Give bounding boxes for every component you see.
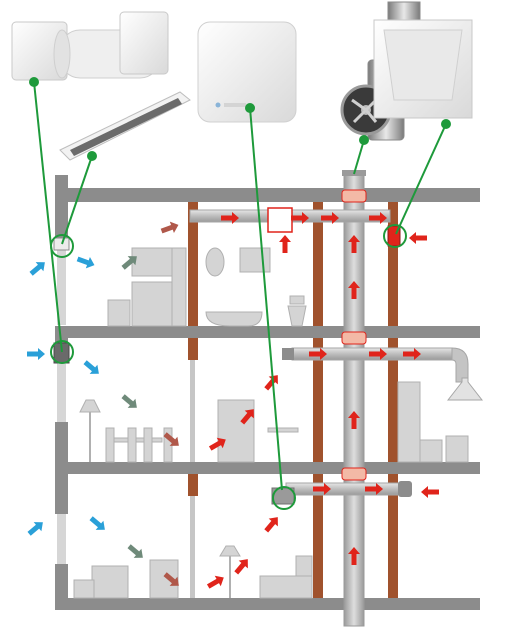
building-structure <box>55 175 480 610</box>
riser-joint <box>341 467 367 481</box>
exhaust-air-arrow <box>240 409 254 425</box>
wall-inlet-valve <box>53 237 70 251</box>
callout-dots <box>29 77 451 161</box>
exhaust-air-arrow <box>206 575 224 589</box>
supply-air-arrow <box>27 348 45 360</box>
cooker-hood <box>446 377 484 401</box>
ductwork <box>53 170 484 627</box>
exhaust-air-arrow <box>403 348 421 360</box>
exhaust-air-arrow <box>348 411 360 429</box>
floor-slab-1 <box>55 598 480 610</box>
exhaust-air-arrow <box>234 559 248 575</box>
wall-inlet-valve-product <box>11 11 169 81</box>
room-exhaust-fan-product <box>197 21 297 123</box>
roof-slab <box>55 188 480 202</box>
exhaust-air-arrow <box>208 437 226 451</box>
callout-line <box>33 81 63 353</box>
exhaust-air-arrow <box>409 232 427 244</box>
supply-air-arrow <box>29 262 45 276</box>
room-air-arrow <box>163 432 179 446</box>
exhaust-air-arrow <box>369 212 387 224</box>
exhaust-air-arrow <box>348 235 360 253</box>
window-segment <box>57 245 66 325</box>
exterior-wall-segment <box>55 175 68 245</box>
brick-column <box>188 202 198 326</box>
supply-air-arrow <box>89 516 105 530</box>
ceiling-fan-product <box>373 1 473 119</box>
room-air-arrow <box>127 544 143 558</box>
exhaust-air-arrow <box>421 486 439 498</box>
room-air-arrow <box>160 221 179 234</box>
floor-slab-3 <box>55 326 480 338</box>
room-air-arrow <box>121 256 137 270</box>
lower-branch-duct <box>285 482 405 496</box>
exhaust-air-arrow <box>221 212 239 224</box>
riser-joint <box>341 189 367 203</box>
supply-air-arrow <box>83 360 99 374</box>
exhaust-air-arrow <box>321 212 339 224</box>
room-air-arrow <box>163 572 179 586</box>
exhaust-air-arrow <box>369 348 387 360</box>
airflow-arrows <box>27 189 439 589</box>
floor-slab-2 <box>55 462 480 474</box>
furniture <box>73 247 469 599</box>
exhaust-air-arrow <box>291 212 309 224</box>
exhaust-air-arrow <box>313 483 331 495</box>
exhaust-grille <box>267 207 293 233</box>
supply-air-arrow <box>27 522 43 536</box>
exhaust-air-arrow <box>348 281 360 299</box>
exhaust-air-arrow <box>348 547 360 565</box>
exhaust-air-arrow <box>279 235 291 253</box>
callout-lines <box>33 81 447 510</box>
riser-joint <box>341 331 367 345</box>
room-air-arrow <box>121 394 137 408</box>
exhaust-air-arrow <box>309 348 327 360</box>
slot-window-vent-product <box>59 91 191 161</box>
exhaust-air-arrow <box>264 517 278 533</box>
exhaust-air-arrow <box>264 375 278 391</box>
supply-air-arrow <box>76 256 95 269</box>
exhaust-air-arrow <box>365 483 383 495</box>
